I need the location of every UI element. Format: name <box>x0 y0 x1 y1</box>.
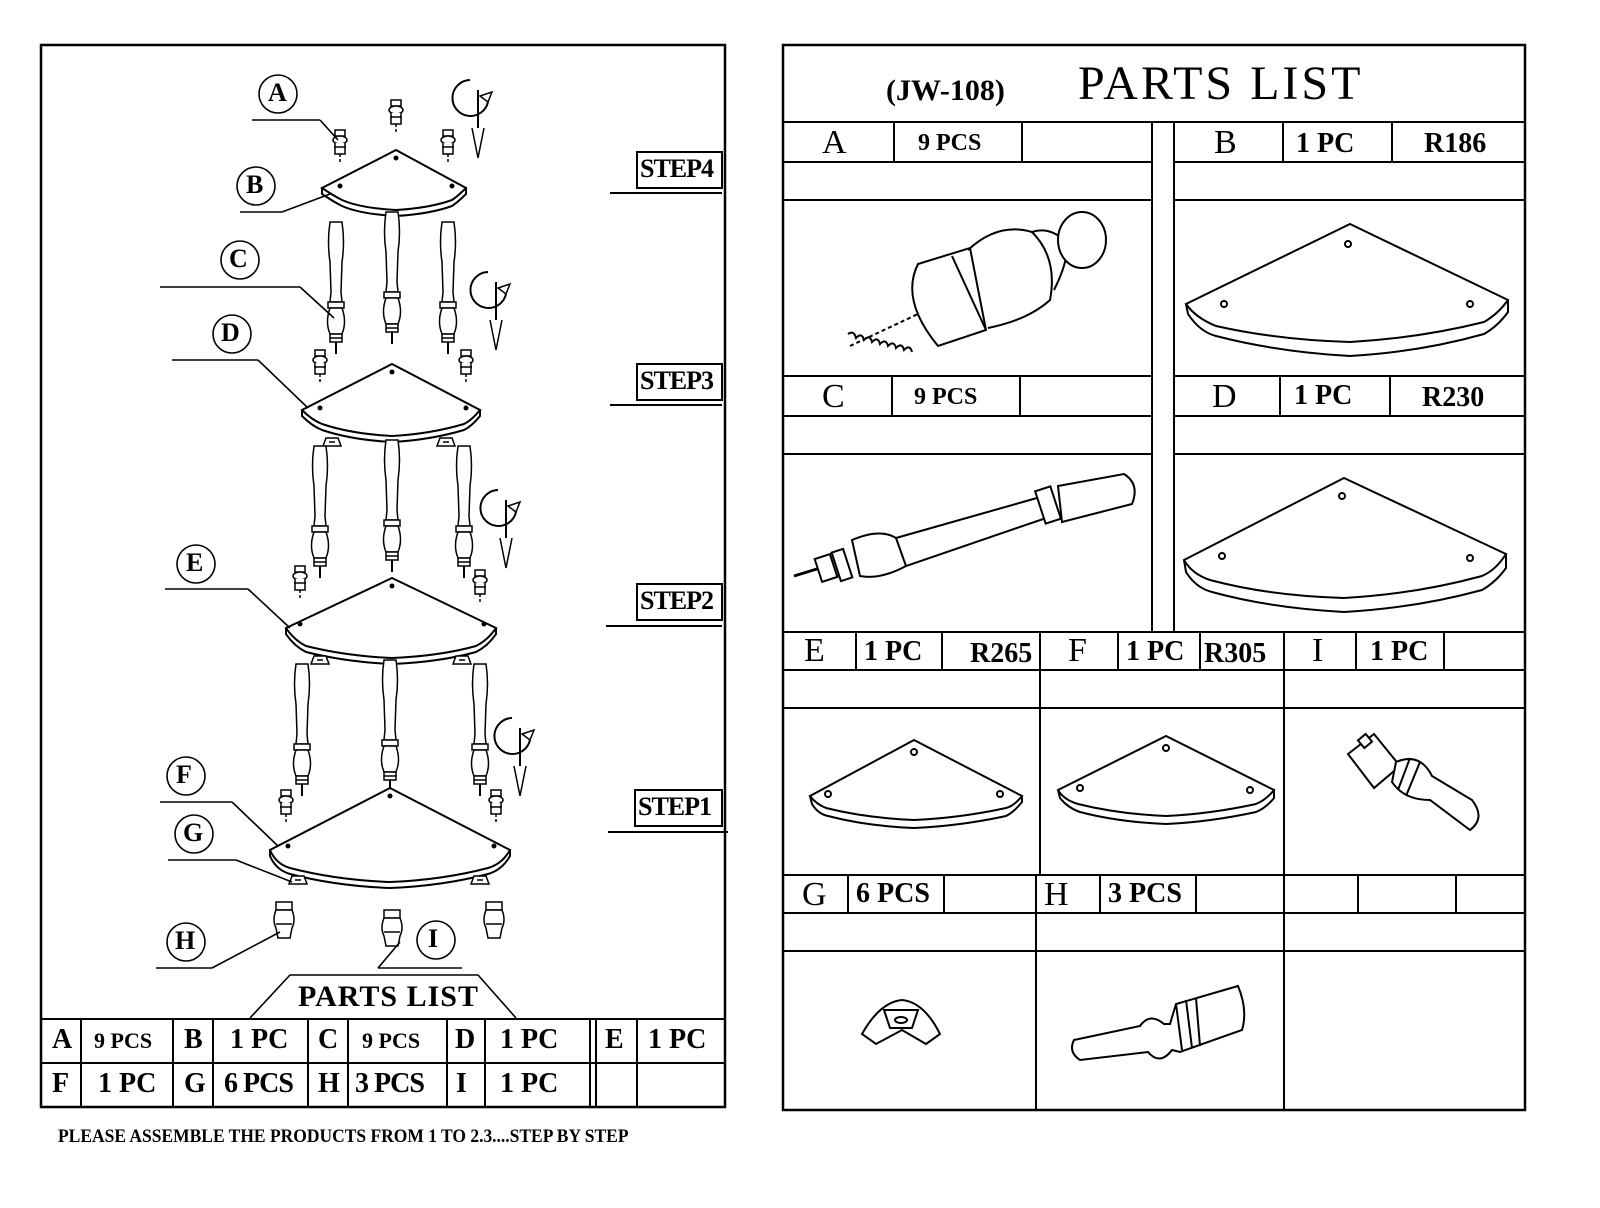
table-cell-qty: 1 PC <box>500 1068 559 1099</box>
callout-e: E <box>186 548 204 577</box>
part-h-qty: 3 PCS <box>1108 878 1182 909</box>
callout-i: I <box>428 924 439 953</box>
part-e-letter: E <box>804 632 825 669</box>
part-f-qty: 1 PC <box>1126 636 1185 667</box>
part-e-qty: 1 PC <box>864 636 923 667</box>
parts-list-title-left: PARTS LIST <box>298 980 479 1013</box>
parts-list-grid <box>781 43 1527 1112</box>
callout-a: A <box>268 78 287 107</box>
callout-f: F <box>176 760 192 789</box>
shelf-b <box>320 148 468 218</box>
table-cell-letter: H <box>318 1068 340 1099</box>
table-cell-qty: 1 PC <box>648 1024 707 1055</box>
part-a-drawing <box>847 211 1107 353</box>
part-a-letter: A <box>822 124 847 161</box>
part-c-qty: 9 PCS <box>914 384 978 410</box>
table-cell-qty: 1 PC <box>230 1024 289 1055</box>
shelf-e <box>284 576 498 666</box>
assembly-panel: A B C D E F G H I STEP4 STEP3 STEP2 STEP… <box>0 0 760 1208</box>
model-number: (JW-108) <box>886 74 1005 107</box>
part-i-qty: 1 PC <box>1370 636 1429 667</box>
part-i-letter: I <box>1312 632 1324 669</box>
part-g-qty: 6 PCS <box>856 878 930 909</box>
parts-list-title: PARTS LIST <box>1078 57 1364 110</box>
table-cell-letter: F <box>52 1068 70 1099</box>
part-h-drawing <box>1071 984 1246 1062</box>
step4-label: STEP4 <box>640 154 714 183</box>
callout-h: H <box>175 926 196 955</box>
part-d-drawing <box>1182 476 1508 614</box>
assembly-diagram <box>39 43 728 1109</box>
callout-d: D <box>221 318 240 347</box>
step3-label: STEP3 <box>640 366 714 395</box>
parts-list-panel: (JW-108) PARTS LIST A 9 PCS B 1 PC R186 … <box>760 0 1600 1208</box>
part-f-drawing <box>1056 734 1276 826</box>
callout-g: G <box>183 818 204 847</box>
assembly-instruction: PLEASE ASSEMBLE THE PRODUCTS FROM 1 TO 2… <box>58 1126 629 1147</box>
table-cell-qty: 1 PC <box>98 1068 157 1099</box>
table-cell-letter: D <box>455 1024 476 1055</box>
table-cell-letter: E <box>605 1024 624 1055</box>
callout-b: B <box>246 170 264 199</box>
table-cell-qty: 9 PCS <box>362 1028 421 1053</box>
table-cell-qty: 9 PCS <box>94 1028 153 1053</box>
table-cell-letter: I <box>456 1068 467 1099</box>
part-b-letter: B <box>1214 124 1237 161</box>
step1-label: STEP1 <box>638 792 712 821</box>
shelf-f <box>268 786 512 890</box>
part-b-qty: 1 PC <box>1296 128 1355 159</box>
part-g-drawing <box>860 998 942 1046</box>
part-d-qty: 1 PC <box>1294 380 1353 411</box>
part-e-drawing <box>808 738 1024 830</box>
part-c-drawing <box>793 472 1136 584</box>
callout-c: C <box>229 244 248 273</box>
table-cell-letter: G <box>184 1068 206 1099</box>
part-i-drawing <box>1346 732 1480 832</box>
part-h-letter: H <box>1044 876 1069 913</box>
part-b-size: R186 <box>1424 128 1487 159</box>
table-cell-qty: 6 PCS <box>224 1068 294 1099</box>
part-e-size: R265 <box>970 638 1033 669</box>
part-f-size: R305 <box>1204 638 1267 669</box>
part-d-letter: D <box>1212 378 1237 415</box>
part-f-letter: F <box>1068 632 1087 669</box>
table-cell-qty: 3 PCS <box>355 1068 425 1099</box>
table-cell-letter: B <box>184 1024 203 1055</box>
part-b-drawing <box>1184 222 1510 358</box>
table-cell-letter: C <box>318 1024 339 1055</box>
table-cell-letter: A <box>52 1024 73 1055</box>
part-g-letter: G <box>802 876 827 913</box>
part-d-size: R230 <box>1422 382 1485 413</box>
part-a-qty: 9 PCS <box>918 130 982 156</box>
step2-label: STEP2 <box>640 586 714 615</box>
shelf-d <box>300 362 482 444</box>
part-c-letter: C <box>822 378 845 415</box>
table-cell-qty: 1 PC <box>500 1024 559 1055</box>
